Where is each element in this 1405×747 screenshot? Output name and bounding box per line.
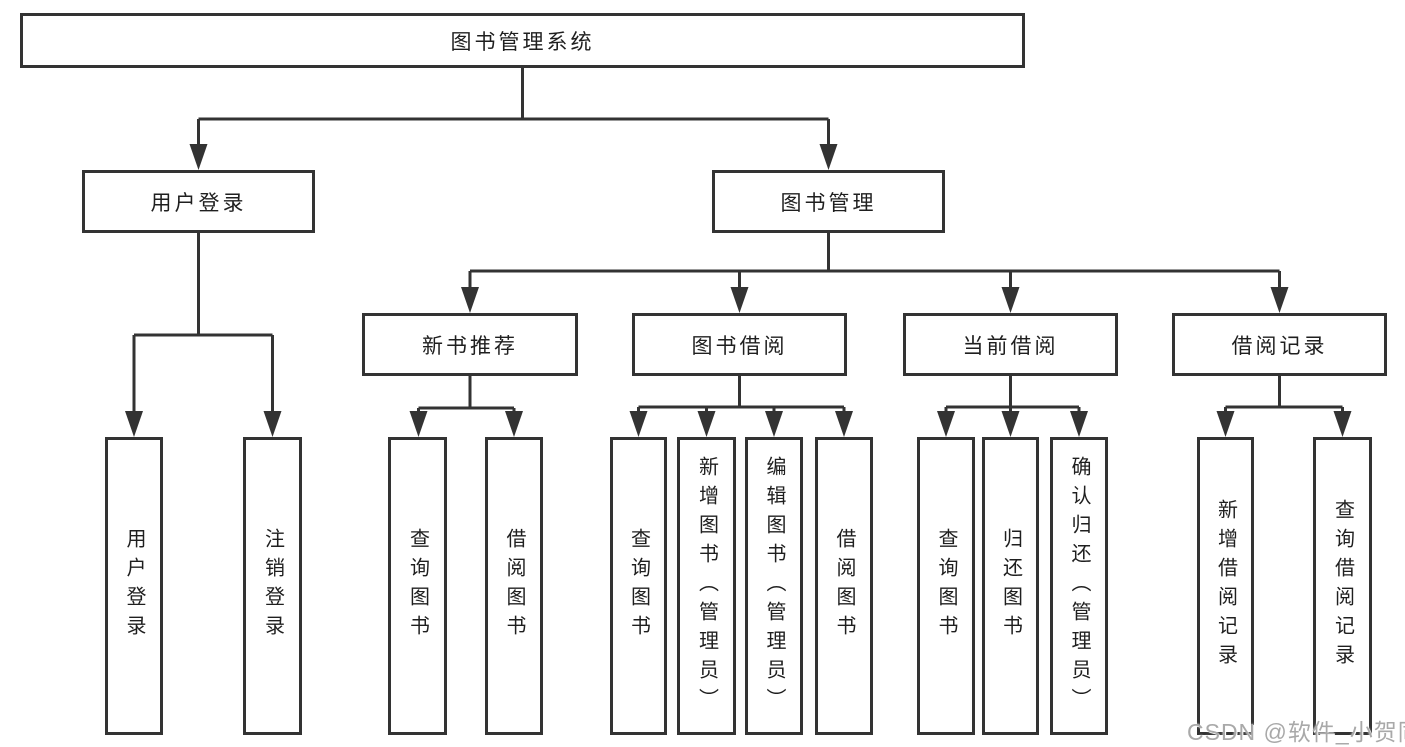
leaf-bb-add-book: 新增图书（管理员） (677, 437, 736, 735)
leaf-cb-query-book-label: 查询图书 (935, 528, 957, 644)
connector-root-to-level1 (189, 68, 838, 170)
leaf-bb-borrow-book-label: 借阅图书 (833, 528, 855, 644)
leaf-user-login: 用户登录 (105, 437, 163, 735)
leaf-nb-query-book-label: 查询图书 (406, 528, 429, 644)
csdn-watermark: CSDN @软件_小贺同学 (1187, 719, 1405, 745)
leaf-br-add-record: 新增借阅记录 (1197, 437, 1254, 735)
leaf-br-query-record-label: 查询借阅记录 (1331, 499, 1354, 673)
node-user-login: 用户登录 (82, 170, 315, 233)
leaf-bb-edit-book: 编辑图书（管理员） (745, 437, 803, 735)
node-root-label: 图书管理系统 (450, 30, 595, 54)
leaf-cb-confirm-return: 确认归还（管理员） (1050, 437, 1108, 735)
node-current-borrow: 当前借阅 (903, 313, 1118, 376)
connector-current-borrow-to-leaves (937, 375, 1088, 437)
leaf-br-query-record: 查询借阅记录 (1313, 437, 1372, 735)
node-current-borrow-label: 当前借阅 (962, 334, 1059, 358)
leaf-bb-query-book: 查询图书 (610, 437, 667, 735)
leaf-user-login-label: 用户登录 (123, 528, 145, 644)
leaf-cb-confirm-return-label: 确认归还（管理员） (1068, 455, 1090, 717)
connector-book-mgmt-to-level2 (461, 233, 1289, 313)
node-borrow-records-label: 借阅记录 (1231, 334, 1328, 358)
leaf-logout: 注销登录 (243, 437, 302, 735)
leaf-bb-add-book-label: 新增图书（管理员） (695, 455, 718, 717)
node-book-mgmt-label: 图书管理 (780, 191, 877, 215)
leaf-cb-return-book: 归还图书 (982, 437, 1039, 735)
connector-new-book-rec-to-leaves (409, 376, 523, 437)
connector-borrow-records-to-leaves (1216, 375, 1352, 437)
leaf-bb-edit-book-label: 编辑图书（管理员） (763, 455, 785, 717)
node-root: 图书管理系统 (20, 13, 1025, 68)
leaf-cb-query-book: 查询图书 (917, 437, 975, 735)
node-book-borrow-label: 图书借阅 (691, 334, 788, 358)
node-book-borrow: 图书借阅 (632, 313, 847, 376)
node-user-login-label: 用户登录 (150, 191, 247, 215)
leaf-logout-label: 注销登录 (261, 528, 284, 644)
connector-user-login-to-leaves (125, 233, 282, 437)
node-new-book-rec-label: 新书推荐 (422, 334, 518, 358)
leaf-cb-return-book-label: 归还图书 (999, 528, 1022, 644)
node-book-mgmt: 图书管理 (712, 170, 945, 233)
leaf-bb-borrow-book: 借阅图书 (815, 437, 873, 735)
node-borrow-records: 借阅记录 (1172, 313, 1387, 376)
leaf-nb-borrow-book-label: 借阅图书 (503, 528, 525, 644)
node-new-book-rec: 新书推荐 (362, 313, 578, 376)
leaf-nb-borrow-book: 借阅图书 (485, 437, 543, 735)
leaf-br-add-record-label: 新增借阅记录 (1214, 499, 1237, 673)
leaf-bb-query-book-label: 查询图书 (627, 528, 650, 644)
connector-book-borrow-to-leaves (629, 376, 853, 437)
leaf-nb-query-book: 查询图书 (388, 437, 447, 735)
